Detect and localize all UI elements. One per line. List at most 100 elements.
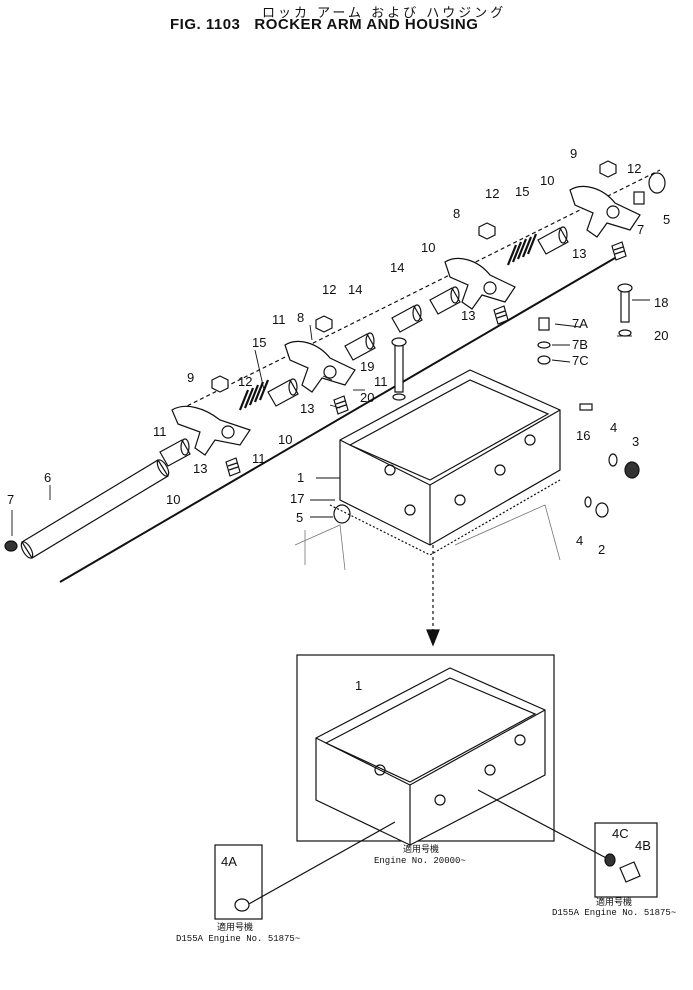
washer-7B — [537, 341, 551, 349]
washer-7C — [537, 355, 551, 365]
callout-1-detail: 1 — [355, 678, 362, 693]
spacer-ring-14-a — [344, 332, 376, 361]
callout-7C: 7C — [572, 353, 589, 368]
adjusting-screw-13-d — [611, 241, 627, 261]
leader-4A — [246, 821, 396, 906]
spring-15-b — [506, 233, 538, 266]
spacer-ring-10-a — [159, 438, 191, 467]
gasket — [329, 479, 561, 556]
callout-10-b: 10 — [278, 432, 292, 447]
lower-axis-line — [59, 257, 616, 583]
callout-11-a: 11 — [153, 424, 167, 439]
callout-13-b: 13 — [300, 401, 314, 416]
callout-14-a: 14 — [348, 282, 362, 297]
callout-7-left: 7 — [7, 492, 14, 507]
callout-12-d: 12 — [627, 161, 641, 176]
shaft-plug-left — [4, 540, 18, 552]
callout-16: 16 — [576, 428, 590, 443]
callout-5-lower: 5 — [296, 510, 303, 525]
adjusting-screw-13-b — [333, 395, 349, 415]
bolt-19 — [391, 337, 407, 393]
leader-4B — [477, 789, 611, 861]
callout-3: 3 — [632, 434, 639, 449]
spacer-ring-10-b — [267, 378, 299, 407]
callout-5-top: 5 — [663, 212, 670, 227]
spacer-ring-14-b — [391, 304, 423, 333]
callout-15-b: 15 — [515, 184, 529, 199]
adjusting-screw-13-a — [225, 457, 241, 477]
callout-11-c: 11 — [272, 312, 286, 327]
spacer-ring-10-c — [429, 286, 461, 315]
lock-nut-12-c — [478, 222, 496, 240]
spring-15-a — [238, 379, 270, 411]
callout-leaders — [11, 299, 650, 536]
plug-4B — [619, 861, 641, 883]
callout-7A: 7A — [572, 316, 588, 331]
callout-4-b: 4 — [576, 533, 583, 548]
callout-6: 6 — [44, 470, 51, 485]
rocker-arm-9-left — [171, 405, 251, 456]
washer-4C — [604, 853, 616, 867]
lock-nut-12-d — [599, 160, 617, 178]
callout-11-b: 11 — [252, 451, 266, 466]
callout-20-a: 20 — [360, 390, 374, 405]
callout-15-a: 15 — [252, 335, 266, 350]
dowel-16 — [579, 403, 593, 411]
callout-13-c: 13 — [461, 308, 475, 323]
callout-11-d: 11 — [374, 374, 388, 389]
callout-18: 18 — [654, 295, 668, 310]
callout-10-c: 10 — [421, 240, 435, 255]
spacer-ring-10-d — [537, 226, 569, 255]
rocker-arm-9-right — [569, 185, 641, 238]
upper-axis-line — [174, 169, 661, 413]
rocker-arm-housing — [339, 369, 561, 546]
callout-13-d: 13 — [572, 246, 586, 261]
note-left-en: D155A Engine No. 51875~ — [176, 934, 300, 944]
cylinder-head-ghost — [294, 504, 561, 571]
washer-4-b — [584, 496, 592, 508]
callout-8-left: 8 — [297, 310, 304, 325]
detail-frame — [296, 654, 555, 842]
callout-8-right: 8 — [453, 206, 460, 221]
callout-4-a: 4 — [610, 420, 617, 435]
bolt-18 — [617, 283, 633, 323]
plug-3 — [624, 461, 640, 479]
callout-9-left: 9 — [187, 370, 194, 385]
callout-7B: 7B — [572, 337, 588, 352]
callout-4B: 4B — [635, 838, 651, 853]
callout-19: 19 — [360, 359, 374, 374]
plug-4A — [234, 898, 250, 912]
rocker-arm-8-right — [444, 257, 516, 310]
callout-13-a: 13 — [193, 461, 207, 476]
detail-housing — [315, 667, 546, 846]
option-box-4A — [214, 844, 263, 920]
plug-2 — [595, 502, 609, 518]
lock-nut-12-b — [315, 315, 333, 333]
callout-1: 1 — [297, 470, 304, 485]
figure-title-english: ROCKER ARM AND HOUSING — [254, 16, 479, 33]
callout-12-b: 12 — [322, 282, 336, 297]
callout-4A: 4A — [221, 854, 237, 869]
rocker-shaft — [20, 459, 170, 559]
callout-17: 17 — [290, 491, 304, 506]
callout-4C: 4C — [612, 826, 629, 841]
callout-14-b: 14 — [390, 260, 404, 275]
callout-10-d: 10 — [540, 173, 554, 188]
option-box-4B-4C — [594, 822, 658, 898]
cap-5-top — [648, 172, 666, 194]
lock-nut-12-a — [211, 375, 229, 393]
callout-9-right: 9 — [570, 146, 577, 161]
plug-7A — [538, 317, 550, 331]
figure-number: FIG. 1103 — [170, 16, 241, 33]
callout-12-a: 12 — [238, 374, 252, 389]
figure-title-japanese: ロッカ アーム および ハウジング — [262, 6, 507, 21]
callout-7-right: 7 — [637, 222, 644, 237]
note-center-jp: 適用号機 — [403, 843, 439, 855]
callout-2: 2 — [598, 542, 605, 557]
detail-arrow — [426, 545, 440, 647]
note-center-en: Engine No. 20000~ — [374, 856, 466, 866]
washer-20-b — [618, 329, 632, 337]
callout-20-b: 20 — [654, 328, 668, 343]
